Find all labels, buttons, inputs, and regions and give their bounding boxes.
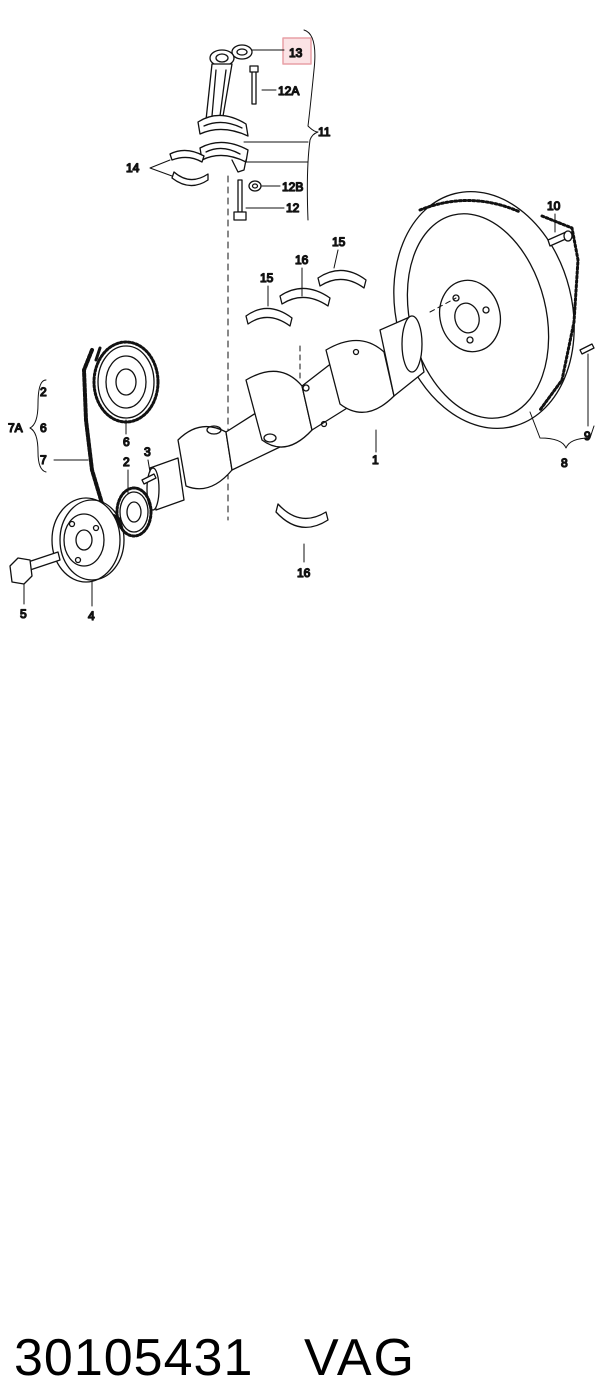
exploded-parts-diagram: 13 12A 11 14 12B 12 10 15 16 15 2 7A 6 7… (7, 29, 595, 624)
callout-6: 6 (123, 435, 130, 449)
pulley-bolt (9, 551, 61, 585)
flywheel (393, 190, 595, 430)
callout-2: 2 (123, 455, 130, 469)
brand-name: VAG (304, 1329, 416, 1387)
rod-bearing-shells (169, 149, 209, 187)
part-footer: 30105431 VAG (0, 660, 600, 1387)
callout-15-upper: 15 (332, 235, 346, 249)
crankshaft (146, 315, 425, 511)
callout-16-upper: 16 (295, 253, 309, 267)
callout-7a: 7A (8, 421, 23, 435)
callout-10: 10 (547, 199, 561, 213)
highlight-box-13 (282, 37, 312, 65)
callout-3: 3 (144, 445, 151, 459)
part-number: 30105431 (14, 1329, 254, 1387)
callout-11: 11 (318, 125, 331, 139)
connecting-rod (197, 44, 253, 173)
callout-14: 14 (126, 161, 140, 175)
callout-1: 1 (372, 453, 379, 467)
rod-bolts (233, 65, 262, 221)
callout-5: 5 (20, 607, 27, 621)
callout-13: 13 (289, 46, 303, 60)
callout-7: 7 (40, 453, 47, 467)
belt-pulley (51, 497, 125, 583)
callout-12: 12 (286, 201, 300, 215)
callout-16-lower: 16 (297, 566, 311, 580)
callout-12b: 12B (282, 180, 303, 194)
callout-4: 4 (88, 609, 95, 623)
callout-12a: 12A (278, 84, 299, 98)
crank-leaders (267, 249, 457, 563)
callout-8: 8 (561, 456, 568, 470)
callout-15-lower: 15 (260, 271, 274, 285)
callout-9: 9 (584, 429, 591, 443)
timing-leaders (23, 379, 151, 607)
callout-2-left: 2 (40, 385, 47, 399)
callout-6-left: 6 (40, 421, 47, 435)
diagram-canvas: 13 12A 11 14 12B 12 10 15 16 15 2 7A 6 7… (7, 29, 595, 624)
main-bearing-shells (245, 269, 367, 528)
timing-sprocket-assembly (82, 340, 160, 538)
flywheel-leaders (529, 213, 595, 449)
